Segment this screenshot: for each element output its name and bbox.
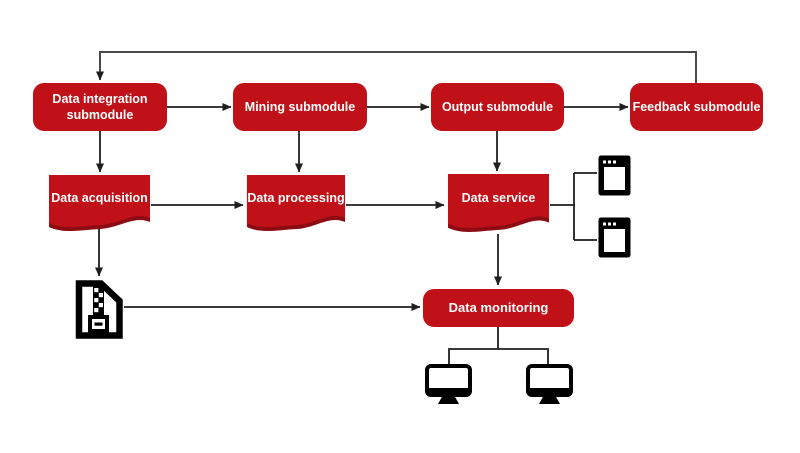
monitor-icon (526, 364, 573, 406)
node-label: Data acquisition (51, 191, 148, 206)
monitor-icon (425, 364, 472, 406)
document-shape (49, 175, 150, 232)
node-label: Feedback submodule (632, 99, 761, 114)
node-label: Data processing (247, 191, 345, 206)
node-feedback-submodule: Feedback submodule (630, 83, 763, 131)
document-shape (448, 174, 549, 232)
node-data-service: Data service (447, 173, 550, 234)
zip-archive-icon (73, 280, 123, 339)
node-output-submodule: Output submodule (431, 83, 564, 131)
node-data-processing: Data processing (246, 174, 346, 233)
document-shape (246, 175, 346, 232)
edge-monitoring-to-monitors (448, 326, 549, 364)
edge-service-to-windows (550, 172, 597, 241)
node-label: Data service (461, 191, 536, 206)
node-mining-submodule: Mining submodule (233, 83, 367, 131)
node-label: Data monitoring (448, 300, 549, 316)
app-window-icon (598, 217, 631, 258)
node-data-acquisition: Data acquisition (48, 174, 151, 233)
edge-feedback-loop (96, 51, 697, 84)
app-window-icon (598, 155, 631, 196)
node-label: Mining submodule (244, 99, 356, 114)
node-label: Output submodule (441, 99, 554, 114)
node-label: Data integration submodule (52, 91, 148, 123)
node-data-monitoring: Data monitoring (423, 289, 574, 327)
node-data-integration-submodule: Data integration submodule (33, 83, 167, 131)
